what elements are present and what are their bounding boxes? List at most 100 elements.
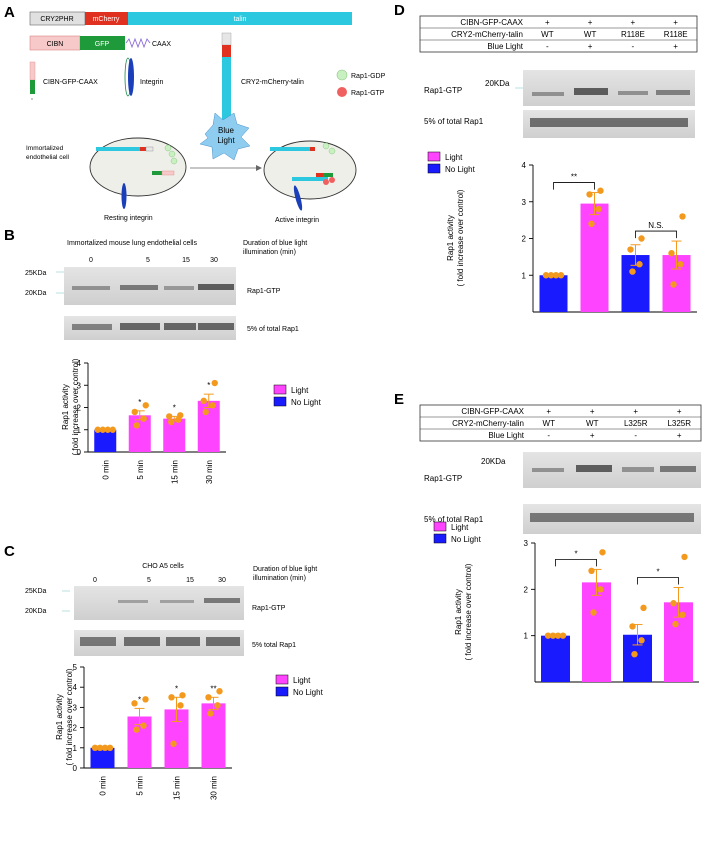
active-mcherry-top: [310, 147, 315, 151]
panel-c-label: C: [4, 543, 15, 560]
panel-c-data-point: [170, 740, 177, 747]
panel-e-data-point: [681, 553, 688, 561]
panel-e-table-cell: -: [634, 431, 637, 440]
resting-gdp-2: [168, 150, 176, 158]
panel-b-band-4: [198, 284, 234, 290]
active-integrin: [293, 185, 303, 211]
panel-b-category-label: 30 min: [205, 460, 214, 484]
panel-c-marker-20: 20KDa: [25, 608, 47, 615]
panel-e-bracket-label: *: [656, 567, 659, 576]
panel-c-y-tick-label: 2: [73, 724, 78, 733]
panel-c-legend-light-label: Light: [293, 676, 311, 685]
panel-d-blot-rap1-gtp: [523, 70, 695, 106]
blue-light-line1: Blue: [218, 126, 235, 135]
panel-b-title: Immortalized mouse lung endothelial cell…: [67, 240, 197, 247]
panel-b-legend-nolight-swatch: [273, 396, 287, 407]
panel-c-y-tick-label: 1: [73, 744, 78, 753]
panel-b-lane-1: 5: [146, 257, 150, 264]
panel-c-data-point: [101, 744, 109, 751]
resting-gfp: [152, 171, 162, 175]
active-gdp-2: [328, 147, 336, 155]
panel-e-band-2: [576, 465, 612, 472]
resting-cry2: [145, 146, 154, 152]
panel-c-category-label: 30 min: [210, 776, 219, 800]
blue-light-burst: [199, 112, 251, 161]
active-gtp-1: [323, 179, 329, 185]
panel-e-band-1: [532, 468, 564, 472]
panel-a: A CRY2PHR mCherry talin CIBN GFP CAAX CI…: [4, 4, 386, 224]
panel-c-y-tick-label: 4: [73, 683, 78, 692]
panel-d-data-point: [542, 272, 550, 279]
integrin-label: Integrin: [140, 79, 163, 86]
panel-b-bar: [197, 400, 220, 452]
panel-c-data-point: [106, 744, 114, 751]
panel-d-band-1: [532, 92, 564, 96]
panel-d-bar: [580, 203, 609, 312]
panel-e-band-4: [660, 466, 696, 472]
panel-c-ylabel-line2: ( fold increase over control): [65, 668, 74, 765]
panel-e-data-point: [590, 609, 597, 616]
panel-c-lane-0: 0: [93, 577, 97, 584]
panel-d-legend-light-swatch: [427, 151, 441, 162]
panel-e-total-band: [530, 513, 694, 522]
panel-b-y-tick-label: 1: [77, 426, 82, 435]
panel-b-marker-25: 25KDa: [25, 270, 47, 277]
panel-c-category-label: 0 min: [99, 776, 108, 796]
panel-c-y-tick-label: 5: [73, 663, 78, 672]
panel-c-ylabel-line1: Rap1 activity: [55, 694, 64, 740]
panel-c-data-point: [177, 702, 184, 709]
panel-c-data-point: [96, 744, 104, 751]
panel-d-table-border: [419, 15, 698, 53]
panel-e-table-cell: +: [677, 431, 682, 440]
panel-b-total-band-4: [198, 323, 234, 330]
panel-b-total-band-3: [164, 323, 196, 330]
panel-e-table-border: [419, 404, 702, 442]
panel-d-table-row-name: Blue Light: [487, 42, 523, 51]
panel-d-table-row-name: CIBN-GFP-CAAX: [460, 18, 523, 27]
cibn-mini-dot: [31, 98, 33, 100]
panel-b-ylabel-line2: ( fold increase over control): [71, 358, 80, 455]
panel-c-data-point: [214, 702, 221, 709]
panel-c-data-point: [205, 694, 212, 701]
panel-b-y-tick-label: 3: [77, 381, 82, 390]
panel-b-label: B: [4, 227, 15, 244]
panel-e-band-3: [622, 467, 654, 472]
panel-e-data-point: [672, 620, 679, 628]
panel-e-table-cell: L325R: [667, 419, 691, 428]
panel-c-duration-line2: illumination (min): [253, 575, 306, 582]
panel-c-lane-3: 30: [218, 577, 226, 584]
panel-c-lane-2: 15: [186, 577, 194, 584]
active-cell: [263, 140, 357, 200]
panel-d-y-tick-label: 4: [522, 161, 527, 170]
panel-e-data-point: [597, 586, 604, 593]
panel-e-table-row-name: CIBN-GFP-CAAX: [461, 407, 524, 416]
panel-b-significance: *: [173, 403, 176, 412]
panel-c-bar: [127, 716, 152, 768]
resting-talin: [96, 147, 140, 151]
panel-c-data-point: [216, 688, 223, 695]
panel-d-data-point: [636, 261, 643, 268]
panel-c-y-tick-label: 3: [73, 703, 78, 712]
panel-e-data-point: [549, 632, 557, 639]
panel-d-table-cell: +: [673, 18, 678, 27]
panel-c-blot1-label: Rap1-GTP: [252, 605, 286, 612]
panel-b-data-point: [166, 413, 173, 420]
panel-c-legend-light-swatch: [275, 674, 289, 685]
panel-b-legend-nolight-label: No Light: [291, 398, 322, 407]
panel-c-category-label: 15 min: [173, 776, 182, 800]
panel-e-table-cell: +: [677, 407, 682, 416]
resting-cibn: [161, 170, 175, 176]
panel-c-total-band-4: [206, 637, 240, 646]
panel-c-significance: *: [138, 695, 141, 704]
panel-e-blot2-label: 5% of total Rap1: [424, 515, 484, 524]
panel-c-band-1: [118, 600, 148, 603]
resting-gdp-1: [164, 144, 172, 152]
panel-b-data-point: [109, 426, 116, 433]
panel-d-data-point: [552, 272, 560, 279]
panel-b-duration-line2: illumination (min): [243, 249, 296, 256]
panel-d-table-cell: R118E: [664, 30, 688, 39]
resting-mcherry: [140, 147, 146, 151]
panel-b-total-band-2: [120, 323, 160, 330]
panel-b-data-point: [168, 418, 175, 426]
